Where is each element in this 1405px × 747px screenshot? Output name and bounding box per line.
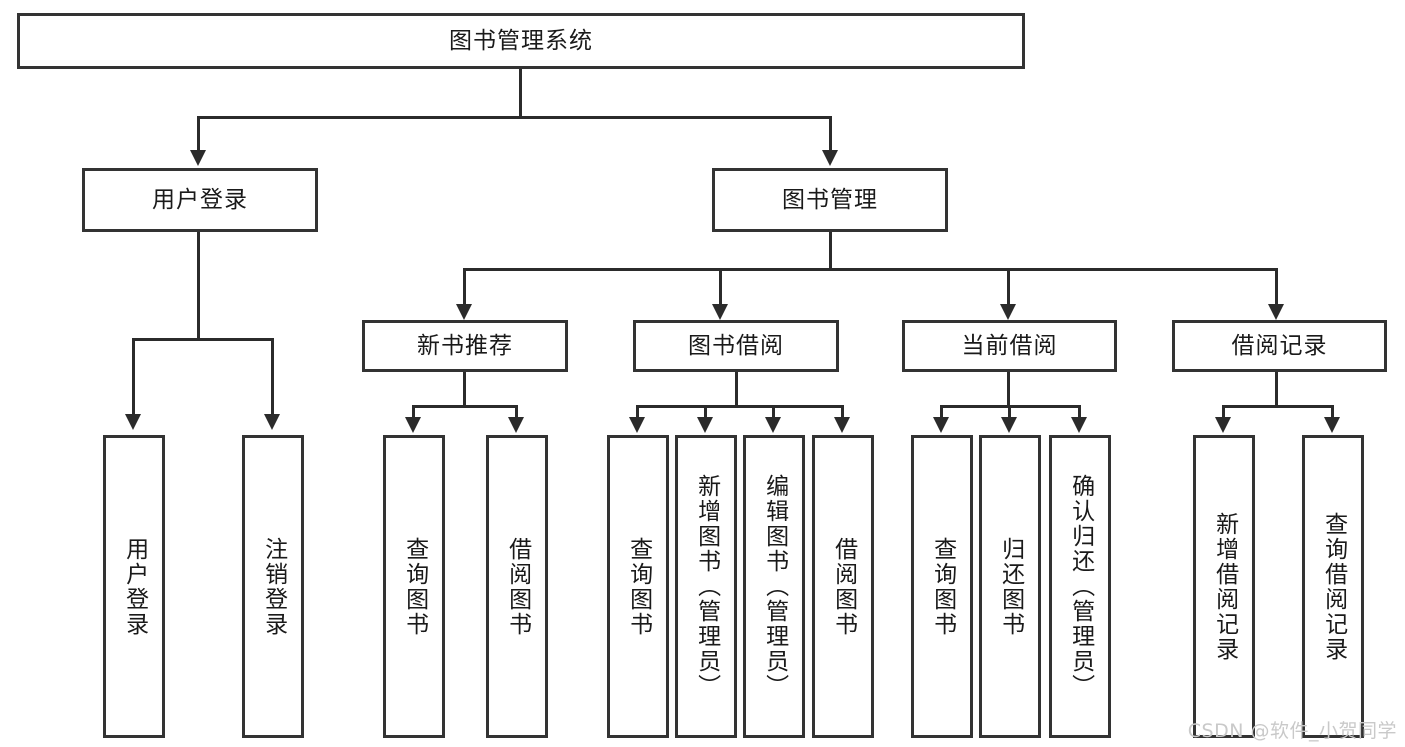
arrowhead-leaf-user-login-1-icon <box>125 414 141 430</box>
arrowhead-leaf-bb-3-icon <box>765 417 781 433</box>
node-label: 用户登录 <box>152 186 248 213</box>
node-borrow-record[interactable]: 借阅记录 <box>1172 320 1387 372</box>
connector-root-stem <box>519 69 522 117</box>
arrowhead-book-management-icon <box>822 150 838 166</box>
arrowhead-book-borrow-icon <box>712 304 728 320</box>
connector-drop-book-borrow <box>719 268 722 308</box>
arrowhead-leaf-br-2-icon <box>1324 417 1340 433</box>
connector-current-borrow-stem <box>1007 372 1010 408</box>
connector-drop-leaf-br-1 <box>1222 405 1225 421</box>
connector-borrow-record-stem <box>1275 372 1278 408</box>
node-label: 用户登录 <box>121 536 148 637</box>
arrowhead-current-borrow-icon <box>1000 304 1016 320</box>
leaf-book-borrow-borrow-book[interactable]: 借阅图书 <box>812 435 874 738</box>
connector-drop-leaf-cb-1 <box>940 405 943 421</box>
node-new-book-recommend[interactable]: 新书推荐 <box>362 320 568 372</box>
node-current-borrow[interactable]: 当前借阅 <box>902 320 1117 372</box>
connector-book-borrow-bus <box>636 405 844 408</box>
leaf-current-borrow-query-book[interactable]: 查询图书 <box>911 435 973 738</box>
connector-user-login-bus <box>132 338 274 341</box>
arrowhead-leaf-bb-4-icon <box>834 417 850 433</box>
leaf-current-borrow-return-book[interactable]: 归还图书 <box>979 435 1041 738</box>
arrowhead-leaf-nbr-1-icon <box>405 417 421 433</box>
connector-drop-leaf-nbr-2 <box>515 405 518 421</box>
connector-drop-borrow-record <box>1275 268 1278 308</box>
leaf-borrow-record-add-record[interactable]: 新增借阅记录 <box>1193 435 1255 738</box>
arrowhead-leaf-br-1-icon <box>1215 417 1231 433</box>
node-label: 图书借阅 <box>688 332 784 359</box>
node-user-login[interactable]: 用户登录 <box>82 168 318 232</box>
node-book-management[interactable]: 图书管理 <box>712 168 948 232</box>
connector-drop-leaf-user-login-1 <box>132 338 135 418</box>
node-label: 新书推荐 <box>417 332 513 359</box>
node-label: 借阅图书 <box>504 536 531 637</box>
node-label: 新增借阅记录 <box>1211 511 1238 662</box>
node-label: 图书管理系统 <box>449 27 593 54</box>
leaf-borrow-record-query-record[interactable]: 查询借阅记录 <box>1302 435 1364 738</box>
connector-level1-bus <box>197 116 832 119</box>
node-label: 查询图书 <box>929 536 956 637</box>
leaf-book-borrow-edit-book-admin[interactable]: 编辑图书（管理员） <box>743 435 805 738</box>
connector-book-management-stem <box>829 232 832 270</box>
connector-drop-leaf-bb-3 <box>772 405 775 421</box>
leaf-book-borrow-query-book[interactable]: 查询图书 <box>607 435 669 738</box>
node-label: 借阅记录 <box>1231 332 1328 359</box>
arrowhead-leaf-cb-2-icon <box>1001 417 1017 433</box>
connector-new-book-recommend-bus <box>412 405 518 408</box>
arrowhead-leaf-nbr-2-icon <box>508 417 524 433</box>
connector-drop-leaf-bb-2 <box>704 405 707 421</box>
node-label: 查询借阅记录 <box>1320 511 1347 662</box>
connector-drop-leaf-br-2 <box>1331 405 1334 421</box>
connector-drop-leaf-cb-2 <box>1008 405 1011 421</box>
arrowhead-leaf-cb-1-icon <box>933 417 949 433</box>
arrowhead-new-book-recommend-icon <box>456 304 472 320</box>
node-label: 确认归还（管理员） <box>1067 474 1094 699</box>
arrowhead-leaf-bb-2-icon <box>697 417 713 433</box>
connector-drop-new-book-recommend <box>463 268 466 308</box>
connector-user-login-stem <box>197 232 200 340</box>
connector-new-book-recommend-stem <box>463 372 466 408</box>
connector-drop-leaf-bb-1 <box>636 405 639 421</box>
connector-book-borrow-stem <box>735 372 738 408</box>
node-book-borrow[interactable]: 图书借阅 <box>633 320 839 372</box>
node-label: 图书管理 <box>782 186 878 213</box>
node-label: 编辑图书（管理员） <box>761 474 788 699</box>
leaf-book-borrow-add-book-admin[interactable]: 新增图书（管理员） <box>675 435 737 738</box>
node-label: 查询图书 <box>625 536 652 637</box>
leaf-user-login-logout[interactable]: 注销登录 <box>242 435 304 738</box>
arrowhead-leaf-user-login-2-icon <box>264 414 280 430</box>
connector-borrow-record-bus <box>1222 405 1334 408</box>
connector-drop-leaf-bb-4 <box>841 405 844 421</box>
arrowhead-leaf-bb-1-icon <box>629 417 645 433</box>
node-label: 归还图书 <box>997 536 1024 637</box>
connector-drop-user-login <box>197 116 200 152</box>
leaf-new-book-query-book[interactable]: 查询图书 <box>383 435 445 738</box>
arrowhead-user-login-icon <box>190 150 206 166</box>
leaf-current-borrow-confirm-return-admin[interactable]: 确认归还（管理员） <box>1049 435 1111 738</box>
node-label: 查询图书 <box>401 536 428 637</box>
arrowhead-borrow-record-icon <box>1268 304 1284 320</box>
node-label: 借阅图书 <box>830 536 857 637</box>
connector-drop-leaf-cb-3 <box>1078 405 1081 421</box>
connector-drop-book-management <box>829 116 832 152</box>
connector-level2-bus <box>463 268 1278 271</box>
connector-drop-leaf-user-login-2 <box>271 338 274 418</box>
connector-drop-leaf-nbr-1 <box>412 405 415 421</box>
leaf-user-login-login[interactable]: 用户登录 <box>103 435 165 738</box>
node-label: 新增图书（管理员） <box>693 474 720 699</box>
node-label: 注销登录 <box>260 536 287 637</box>
arrowhead-leaf-cb-3-icon <box>1071 417 1087 433</box>
leaf-new-book-borrow-book[interactable]: 借阅图书 <box>486 435 548 738</box>
node-root-book-management-system[interactable]: 图书管理系统 <box>17 13 1025 69</box>
connector-drop-current-borrow <box>1007 268 1010 308</box>
node-label: 当前借阅 <box>961 332 1058 359</box>
